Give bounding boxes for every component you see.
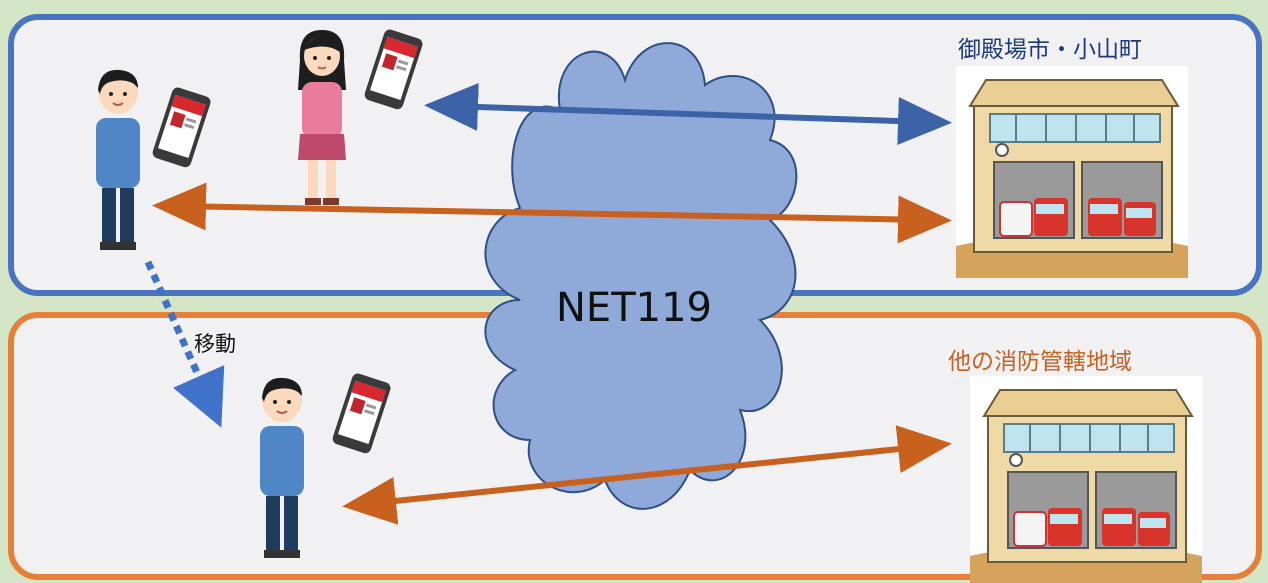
moved-man-icon — [259, 376, 305, 559]
man-icon — [95, 68, 141, 251]
two-way-arrow-moved-man-other-station — [342, 425, 952, 525]
move-arrow — [144, 260, 225, 428]
region-label-other-jurisdiction: 他の消防管轄地域 — [948, 349, 1132, 375]
smartphone-icon — [151, 86, 213, 169]
move-label: 移動 — [194, 332, 236, 356]
woman-icon — [297, 29, 347, 206]
smartphone-icon — [331, 372, 393, 455]
two-way-arrow-man-station — [152, 182, 952, 244]
network-label: NET119 — [0, 285, 1268, 331]
smartphone-icon — [363, 28, 425, 111]
region-label-gotemba-oyama: 御殿場市・小山町 — [958, 37, 1142, 63]
two-way-arrow-woman-station — [424, 83, 952, 145]
fire-station-icon — [955, 65, 1189, 279]
fire-station-icon — [969, 375, 1203, 583]
network-label-text: NET119 — [556, 285, 712, 331]
